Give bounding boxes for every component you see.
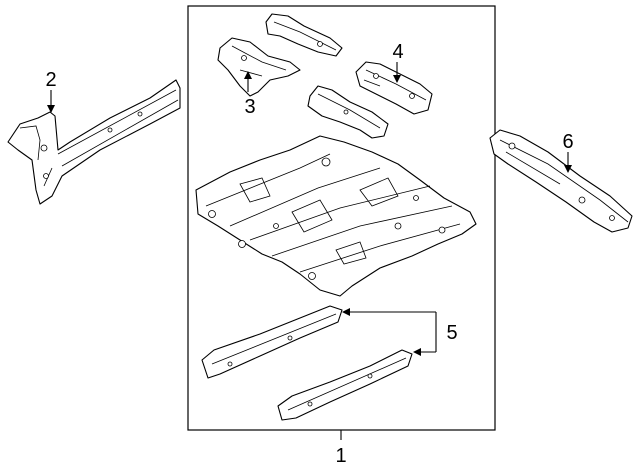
callout-1-label[interactable]: 1 [335, 445, 346, 467]
part-6-side-rail [489, 129, 633, 233]
part-rear-support-bracket [265, 13, 343, 57]
callout-2-label[interactable]: 2 [45, 69, 56, 91]
part-center-bracket [307, 85, 389, 139]
part-5-rocker-upper [201, 305, 343, 379]
part-2-hinge-pillar [7, 79, 181, 205]
callout-3-label[interactable]: 3 [244, 96, 255, 118]
callout-4-label[interactable]: 4 [392, 41, 403, 63]
callout-6-label[interactable]: 6 [562, 131, 573, 153]
callout-5-label[interactable]: 5 [446, 322, 457, 344]
part-3-crossmember [217, 37, 301, 97]
part-5-rocker-lower [277, 349, 413, 421]
part-1-floor-pan [195, 135, 477, 297]
part-4-seat-crossmember [355, 61, 433, 115]
